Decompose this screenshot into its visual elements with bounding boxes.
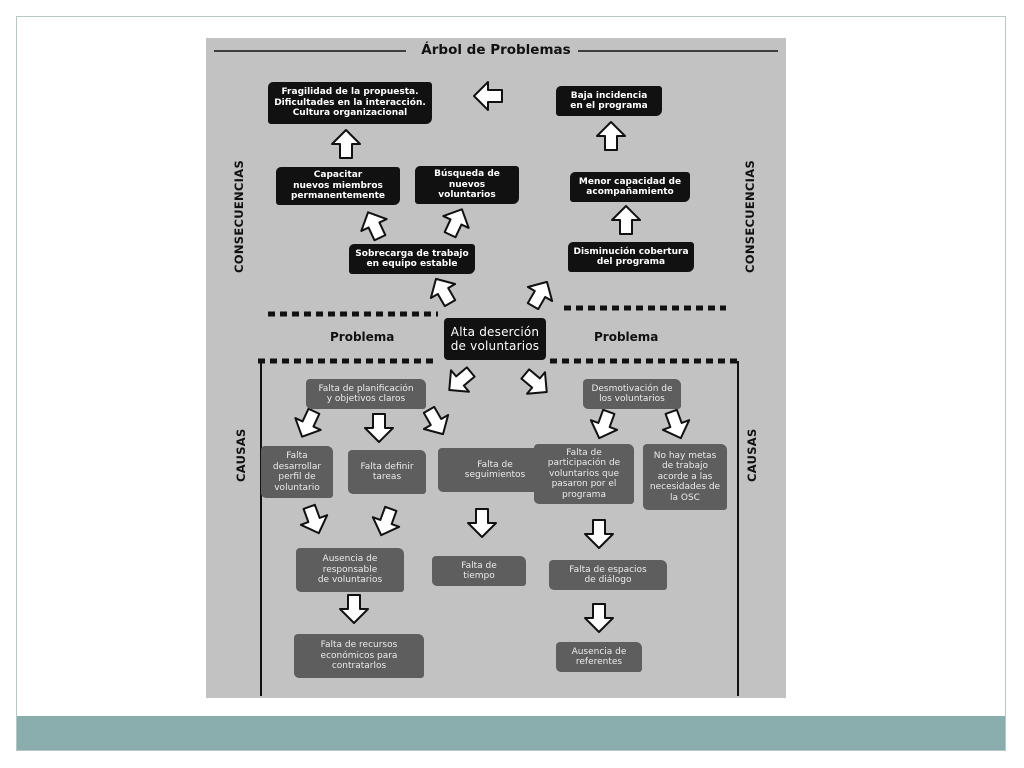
side-label-consecuencias-left: CONSECUENCIAS — [232, 159, 246, 273]
side-label-consecuencias-right: CONSECUENCIAS — [743, 159, 757, 273]
arrow-espacios-referentes — [584, 603, 614, 633]
cause-ausencia-referentes: Ausencia de referentes — [556, 642, 642, 672]
arrow-core-sobrecarga — [422, 270, 464, 312]
slide-frame — [16, 16, 1006, 751]
arrow-ausencia-recursos — [339, 594, 369, 624]
arrow-core-desmotivacion — [515, 362, 557, 404]
problem-tree-diagram: Árbol de Problemas CONSECUENCIAS CONSECU… — [206, 38, 786, 698]
arrow-planificacion-tareas — [364, 413, 394, 443]
arrow-disminucion-up — [611, 205, 641, 235]
arrow-core-planificacion — [439, 360, 481, 402]
arrow-sobrecarga-busqueda — [436, 202, 476, 242]
consequence-sobrecarga: Sobrecarga de trabajo en equipo estable — [349, 244, 475, 274]
consequence-fragilidad: Fragilidad de la propuesta. Dificultades… — [268, 82, 432, 124]
cause-falta-tiempo: Falta de tiempo — [432, 556, 526, 586]
problem-label-left: Problema — [330, 330, 395, 344]
arrow-menor-up — [596, 121, 626, 151]
consequence-busqueda: Búsqueda de nuevos voluntarios — [415, 166, 519, 204]
arrow-planificacion-perfil — [288, 404, 328, 444]
arrow-desmotivacion-metas — [657, 406, 695, 444]
diagram-lines-and-arrows — [214, 50, 778, 696]
cause-falta-participacion: Falta de participación de voluntarios qu… — [534, 444, 634, 504]
core-problem-box: Alta deserción de voluntarios — [444, 318, 546, 360]
cause-falta-tareas: Falta definir tareas — [348, 450, 426, 494]
cause-falta-recursos: Falta de recursos económicos para contra… — [294, 634, 424, 678]
arrow-capacitar-up — [331, 129, 361, 159]
arrow-core-disminucion — [519, 273, 561, 315]
problem-label-right: Problema — [594, 330, 659, 344]
arrow-participacion-espacios — [584, 519, 614, 549]
arrow-desmotivacion-participacion — [585, 406, 623, 444]
arrow-tareas-ausencia — [367, 503, 405, 541]
consequence-disminucion: Disminución cobertura del programa — [568, 242, 694, 272]
cause-falta-planificacion: Falta de planificación y objetivos claro… — [306, 379, 426, 409]
slide-footer-bar — [17, 716, 1005, 750]
cause-falta-espacios: Falta de espacios de diálogo — [549, 560, 667, 590]
consequence-menor-capacidad: Menor capacidad de acompañamiento — [570, 172, 690, 202]
cause-ausencia-responsable: Ausencia de responsable de voluntarios — [296, 548, 404, 592]
consequence-baja-incidencia: Baja incidencia en el programa — [556, 86, 662, 116]
consequence-capacitar: Capacitar nuevos miembros permanentement… — [276, 167, 400, 205]
arrow-perfil-ausencia — [295, 501, 333, 539]
arrow-sobrecarga-capacitar — [354, 205, 394, 245]
cause-falta-perfil: Falta desarrollar perfil de voluntario — [261, 446, 333, 498]
arrow-to-fragilidad — [473, 81, 503, 111]
side-label-causas-right: CAUSAS — [745, 428, 759, 482]
cause-desmotivacion: Desmotivación de los voluntarios — [583, 379, 681, 409]
cause-no-metas: No hay metas de trabajo acorde a las nec… — [643, 444, 727, 510]
diagram-title: Árbol de Problemas — [206, 42, 786, 58]
cause-falta-seguimientos: Falta de seguimientos — [438, 448, 552, 492]
arrow-seguimientos-tiempo — [467, 508, 497, 538]
side-label-causas-left: CAUSAS — [234, 428, 248, 482]
